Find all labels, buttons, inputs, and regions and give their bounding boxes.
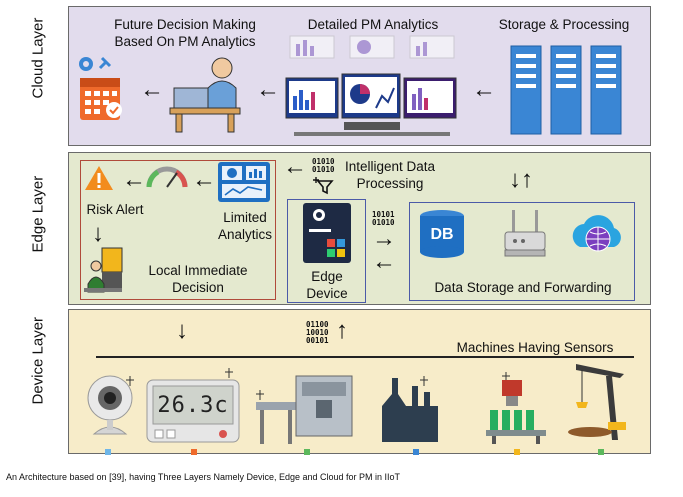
intelligent-line2: Processing [356,176,424,191]
marker-blue-dark [413,449,419,455]
arrow-left-icon: ← [140,76,164,103]
edge-device-box [287,199,366,303]
future-decision-line2: Based On PM Analytics [114,34,256,49]
limited-analytics-label: Limited Analytics [210,209,280,243]
local-line2: Decision [172,280,224,295]
arrow-right-icon: → [372,225,396,252]
crane-icon [568,364,626,440]
local-decision-box [80,160,276,300]
bits-device-line1: 01100 [306,320,329,329]
bits-device-line2: 10010 [306,328,329,337]
marker-yellow [514,449,520,455]
cloud-layer-label: Cloud Layer [29,17,47,99]
bits-mid-line1: 10101 [372,210,395,219]
server-storage-icon [510,45,622,135]
intelligent-line1: Intelligent Data [344,159,436,174]
arrow-left-icon: ← [122,166,146,193]
limited-line1: Limited [223,210,267,225]
arrow-down-icon: ↓↑ [509,166,533,193]
marker-green [304,449,310,455]
bits-top: 01010 01010 [312,158,335,174]
gauge-icon [146,166,188,188]
divider-line [96,356,634,358]
analyst-person-icon [169,57,241,133]
db-label: DB [430,226,454,243]
local-decision-label: Local Immediate Decision [124,262,272,296]
edge-layer-panel [68,152,651,305]
edge-device-line2: Device [306,286,348,301]
arrow-down-icon: ↓ [92,220,104,247]
arrow-left-icon: ← [192,166,216,193]
risk-alert-label: Risk Alert [86,202,144,217]
marker-orange [191,449,197,455]
data-storage-forwarding-label: Data Storage and Forwarding [434,280,612,295]
arrow-left-icon: ← [283,153,307,180]
edge-device-line1: Edge [311,269,343,284]
marker-blue [105,449,111,455]
arrow-left-icon: ← [472,76,496,103]
edge-device-label: Edge Device [290,268,364,302]
device-layer-label: Device Layer [29,316,47,405]
arrow-left-icon: ← [256,76,280,103]
bits-middle: 10101 01010 [372,211,395,227]
camera-sensor-icon [87,375,134,435]
temperature-display-icon [146,368,240,443]
warning-icon [85,166,113,190]
bits-device: 01100 10010 00101 [306,321,329,345]
storage-processing-label: Storage & Processing [498,17,630,32]
edge-layer-label: Edge Layer [29,175,47,253]
bits-top-line2: 01010 [312,165,335,174]
arrow-down-icon: ↓ [176,317,188,344]
bits-top-line1: 01010 [312,157,335,166]
intelligent-processing-label: Intelligent Data Processing [330,158,450,192]
bottling-line-icon [486,372,546,444]
factory-icon [382,376,438,442]
bits-mid-line2: 01010 [372,218,395,227]
worker-at-machine-icon [84,247,123,293]
router-icon [504,210,546,257]
analytics-dashboard-icon [285,35,457,136]
figure-caption: An Architecture based on [39], having Th… [6,472,401,482]
packaging-machine-icon [256,375,353,444]
future-decision-label: Future Decision Making Based On PM Analy… [96,16,274,50]
limited-line2: Analytics [217,227,273,242]
bits-device-line3: 00101 [306,336,329,345]
cloud-globe-icon [572,215,621,252]
filter-icon [313,177,334,195]
marker-green-2 [598,449,604,455]
temperature-value: 26.3c [157,393,229,418]
detailed-pm-analytics-label: Detailed PM Analytics [307,17,439,32]
machines-sensors-label: Machines Having Sensors [456,340,614,355]
data-storage-box [409,202,635,301]
arrow-left-icon: ← [372,248,396,275]
future-decision-line1: Future Decision Making [114,17,256,32]
database-icon [420,210,464,258]
calendar-gear-icon [79,56,122,120]
edge-device-icon [303,203,351,263]
limited-analytics-icon [218,162,270,202]
arrow-up-icon: ↑ [336,317,348,344]
local-line1: Local Immediate [148,263,248,278]
